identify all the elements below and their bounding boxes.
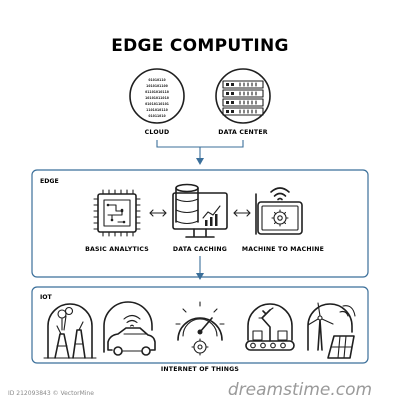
internet-of-things-label: INTERNET OF THINGS <box>161 366 239 373</box>
wind-solar-icon <box>307 302 356 359</box>
basic-analytics-label: BASIC ANALYTICS <box>85 246 149 253</box>
diagram-title: EDGE COMPUTING <box>111 36 289 56</box>
watermark: dreamstime.com ID 212093843 © VectorMine <box>8 378 400 400</box>
connected-car-icon <box>103 301 156 356</box>
database-monitor-icon <box>172 183 228 238</box>
iot-section-label: IOT <box>40 294 53 301</box>
wireless-tablet-gear-icon <box>255 187 303 235</box>
edge-section-label: EDGE <box>40 178 59 185</box>
binary-globe-icon: 01010110 1010101100 01101010110 10101011… <box>129 68 185 124</box>
svg-text:10101011010: 10101011010 <box>145 96 169 100</box>
svg-text:01010110: 01010110 <box>148 78 165 82</box>
machine-to-machine-label: MACHINE TO MACHINE <box>242 246 324 253</box>
svg-text:01101010110: 01101010110 <box>145 90 169 94</box>
data-caching-label: DATA CACHING <box>173 246 227 253</box>
svg-text:01010110101: 01010110101 <box>145 102 169 106</box>
svg-text:1101010110: 1101010110 <box>146 108 168 112</box>
factory-robot-icon <box>245 303 295 351</box>
bidirectional-arrow <box>233 209 251 217</box>
power-plant-icon <box>43 303 97 359</box>
svg-text:1010101100: 1010101100 <box>146 84 168 88</box>
speedometer-gear-icon <box>175 301 225 356</box>
cloud-label: CLOUD <box>145 129 170 136</box>
svg-text:01011010: 01011010 <box>148 114 165 118</box>
iot-section-frame <box>31 286 369 364</box>
watermark-id: ID 212093843 © VectorMine <box>8 390 94 397</box>
server-rack-globe-icon <box>215 68 271 124</box>
processor-chip-icon <box>93 189 141 237</box>
bidirectional-arrow <box>149 209 167 217</box>
edge-to-iot-connector <box>196 256 204 280</box>
watermark-text: dreamstime.com <box>228 380 372 400</box>
top-to-edge-connector <box>156 140 244 165</box>
data-center-label: DATA CENTER <box>218 129 268 136</box>
